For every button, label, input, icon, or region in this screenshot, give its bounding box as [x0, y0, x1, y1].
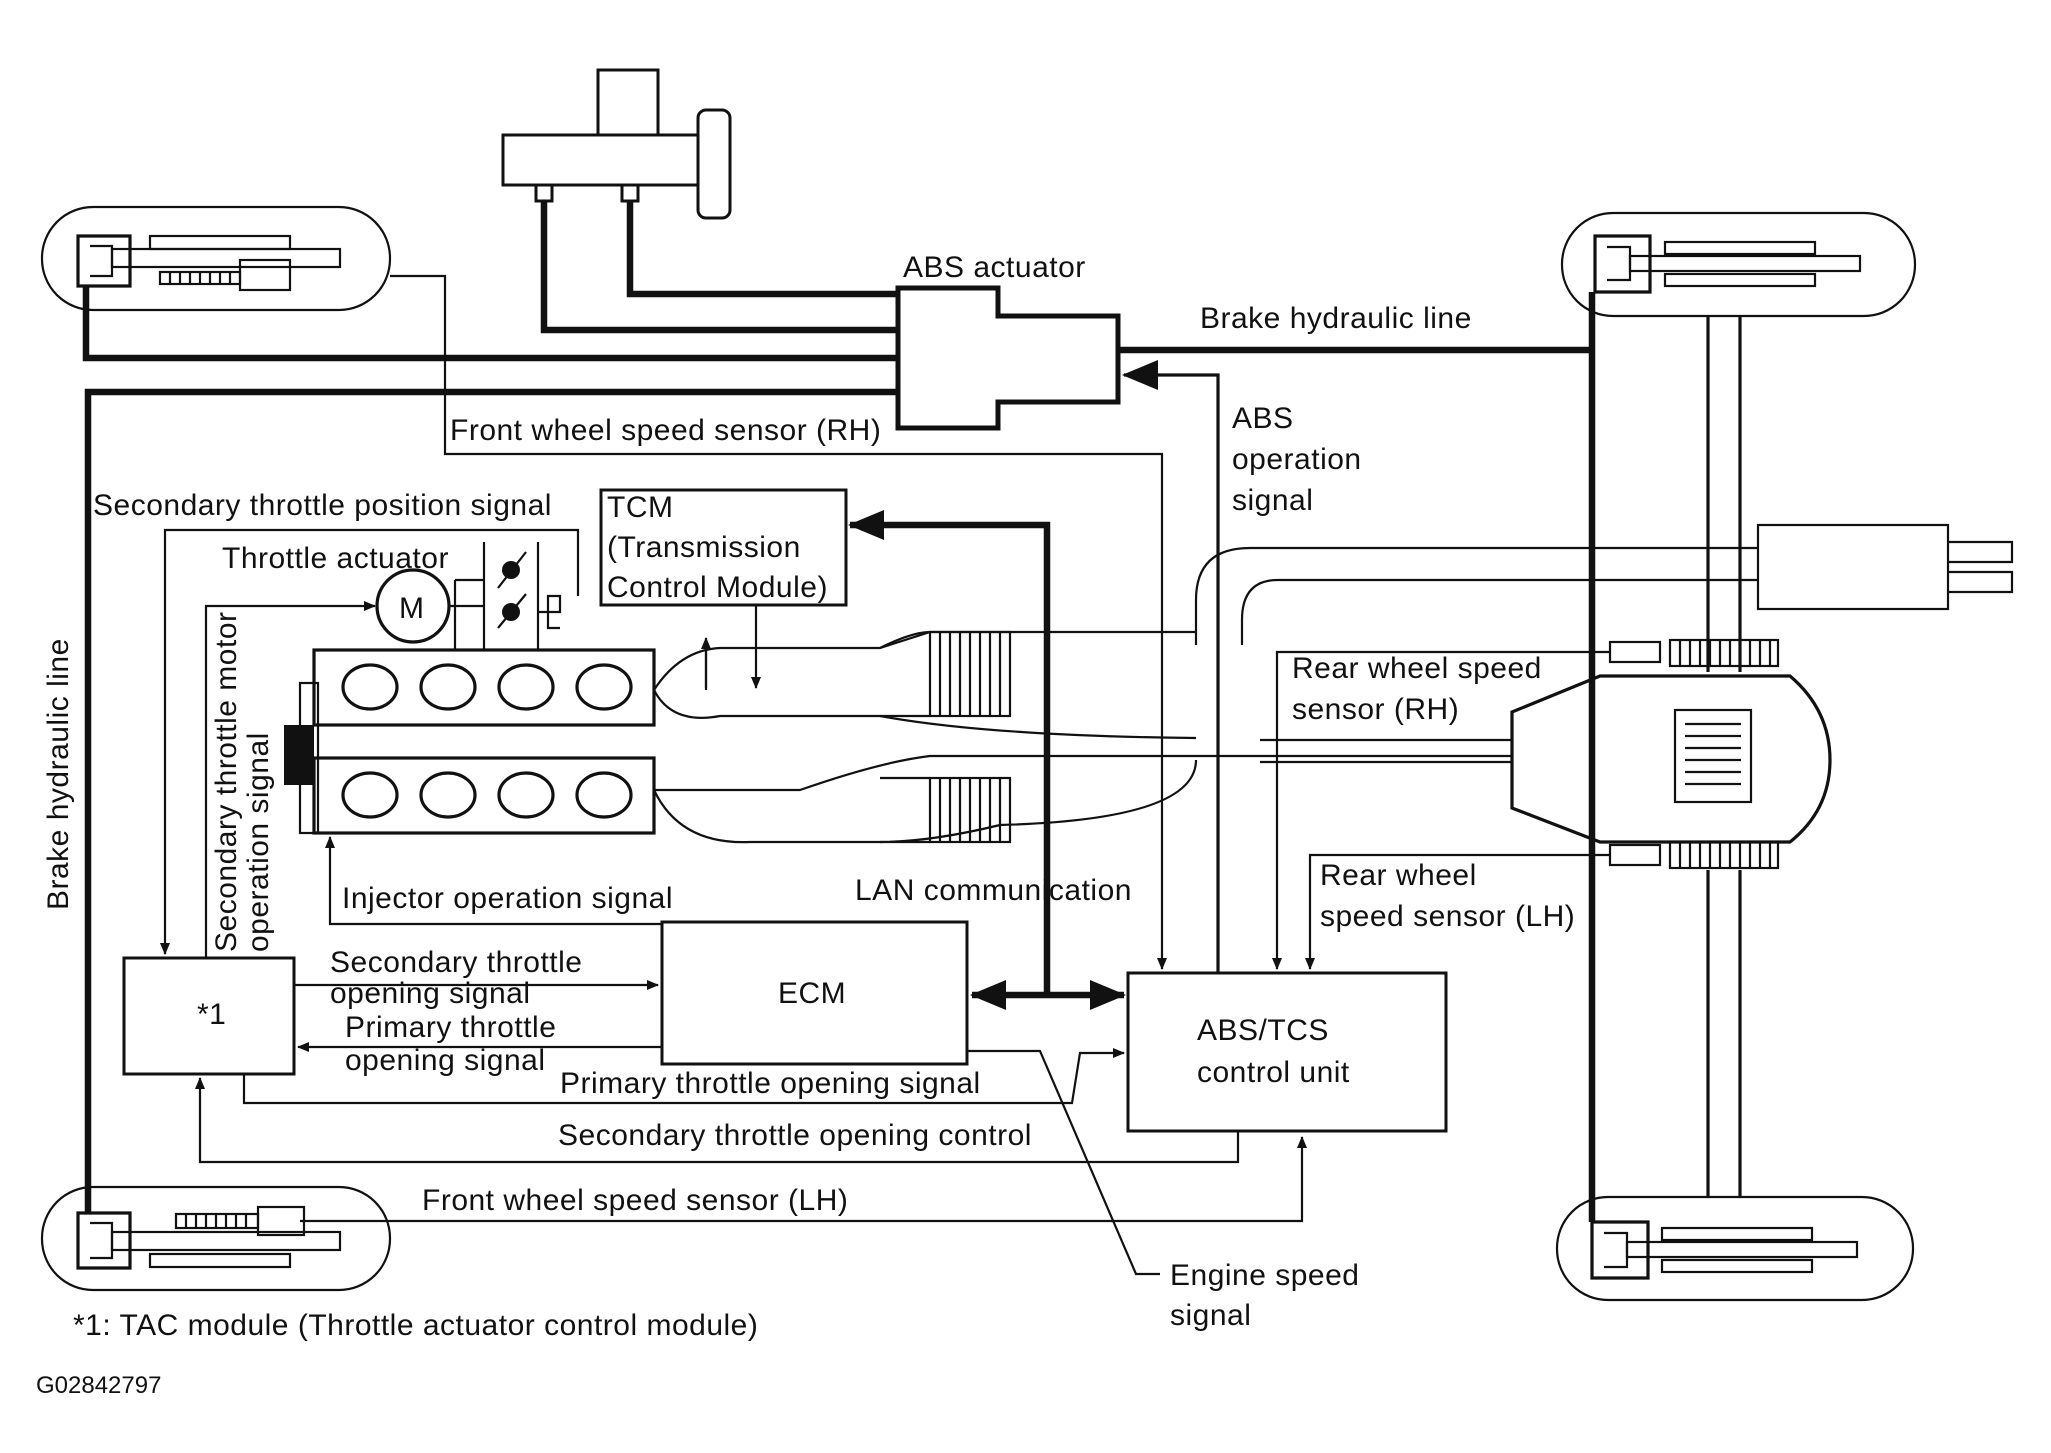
secondary-throttle-opening-signal-line1: Secondary throttle	[330, 946, 582, 979]
brake-hydraulic-line-left-label: Brake hydraulic line	[42, 638, 75, 910]
primary-throttle-opening-label: Primary throttle opening signal	[560, 1067, 981, 1100]
abs-operation-signal-line1: ABS	[1232, 402, 1294, 435]
rear-wheel-speed-rh-line2: sensor (RH)	[1292, 693, 1459, 726]
master-cylinder-line-2	[626, 200, 900, 298]
abs-actuator-box	[895, 285, 1121, 431]
abs-tcs-control-unit-box	[1126, 971, 1448, 1133]
lan-communication-label: LAN communication	[855, 874, 1132, 907]
injector-operation-line	[325, 836, 662, 926]
tac-module-box	[122, 956, 296, 1076]
brake-hydraulic-line-top-label: Brake hydraulic line	[1200, 302, 1472, 335]
engine-speed-signal-line	[967, 1049, 1160, 1276]
figure-id: G02842797	[36, 1372, 161, 1399]
primary-throttle-opening-left-line1: Primary throttle	[345, 1011, 556, 1044]
abs-tcs-label-line2: control unit	[1197, 1056, 1350, 1089]
injector-operation-label: Injector operation signal	[342, 882, 673, 915]
front-wheel-speed-rh-line	[390, 274, 1167, 970]
rear-wheel-speed-lh-line	[1305, 853, 1610, 970]
ecm-box	[660, 920, 969, 1066]
tcm-label-line3: Control Module)	[607, 571, 828, 604]
secondary-throttle-motor-label-line1: Secondary throttle motor	[210, 612, 243, 953]
master-cylinder-line-1	[540, 200, 900, 334]
throttle-actuator-label: Throttle actuator	[222, 542, 449, 575]
rear-wheel-speed-rh-line1: Rear wheel speed	[1292, 652, 1542, 685]
tcm-label-line2: (Transmission	[607, 531, 801, 564]
rear-wheel-speed-lh-line1: Rear wheel	[1320, 859, 1477, 892]
secondary-throttle-motor-line	[204, 601, 376, 958]
front-wheel-speed-lh-line	[300, 1136, 1307, 1223]
rear-wheel-speed-lh-line2: speed sensor (LH)	[1320, 900, 1575, 933]
tcm-sensor-links	[704, 605, 756, 688]
abs-actuator-label: ABS actuator	[903, 251, 1086, 284]
front-left-wheel	[40, 1185, 392, 1292]
tcm-label-line1: TCM	[607, 491, 673, 524]
throttle-motor: M	[375, 568, 484, 644]
exhaust-propshaft	[1194, 546, 1758, 764]
motor-label: M	[399, 592, 425, 625]
exhaust-system	[653, 630, 1512, 844]
secondary-throttle-opening-signal-line2: opening signal	[330, 977, 531, 1010]
front-wheel-speed-rh-label: Front wheel speed sensor (RH)	[450, 414, 881, 447]
secondary-throttle-position-line	[160, 528, 580, 955]
engine	[284, 648, 656, 835]
brake-line-front-right	[82, 286, 898, 362]
secondary-throttle-position-label: Secondary throttle position signal	[93, 489, 552, 522]
rear-left-wheel	[1555, 1195, 1915, 1302]
secondary-throttle-opening-control-line	[195, 1077, 1240, 1164]
secondary-throttle-motor-label-line2: operation signal	[242, 732, 275, 952]
brake-line-left	[84, 388, 898, 1213]
secondary-throttle-opening-control-label: Secondary throttle opening control	[558, 1119, 1032, 1152]
abs-tcs-label-line1: ABS/TCS	[1197, 1014, 1329, 1047]
engine-speed-signal-line2: signal	[1170, 1299, 1251, 1332]
lan-line-to-tcm	[848, 510, 1051, 995]
footnote-text: *1: TAC module (Throttle actuator contro…	[73, 1309, 758, 1342]
abs-operation-signal-line2: operation	[1232, 443, 1362, 476]
rear-wheel-speed-rh-line	[1272, 650, 1610, 970]
rear-right-wheel	[1560, 211, 1917, 318]
brake-line-rear	[1118, 292, 1596, 1222]
ecm-label: ECM	[778, 977, 846, 1010]
throttle-body	[453, 542, 562, 650]
primary-throttle-opening-left-line2: opening signal	[345, 1044, 546, 1077]
front-wheel-speed-lh-label: Front wheel speed sensor (LH)	[422, 1184, 848, 1217]
tac-module-label: *1	[197, 998, 226, 1031]
engine-speed-signal-line1: Engine speed	[1170, 1259, 1360, 1292]
rear-axle	[1510, 316, 1832, 1197]
front-right-wheel	[40, 205, 392, 312]
master-cylinder	[501, 68, 732, 220]
primary-throttle-opening-line	[242, 1048, 1125, 1105]
tcm-box	[599, 488, 848, 607]
abs-operation-signal-line	[1122, 360, 1220, 973]
abs-operation-signal-line3: signal	[1232, 484, 1313, 517]
transmission-unit	[1756, 523, 2014, 611]
